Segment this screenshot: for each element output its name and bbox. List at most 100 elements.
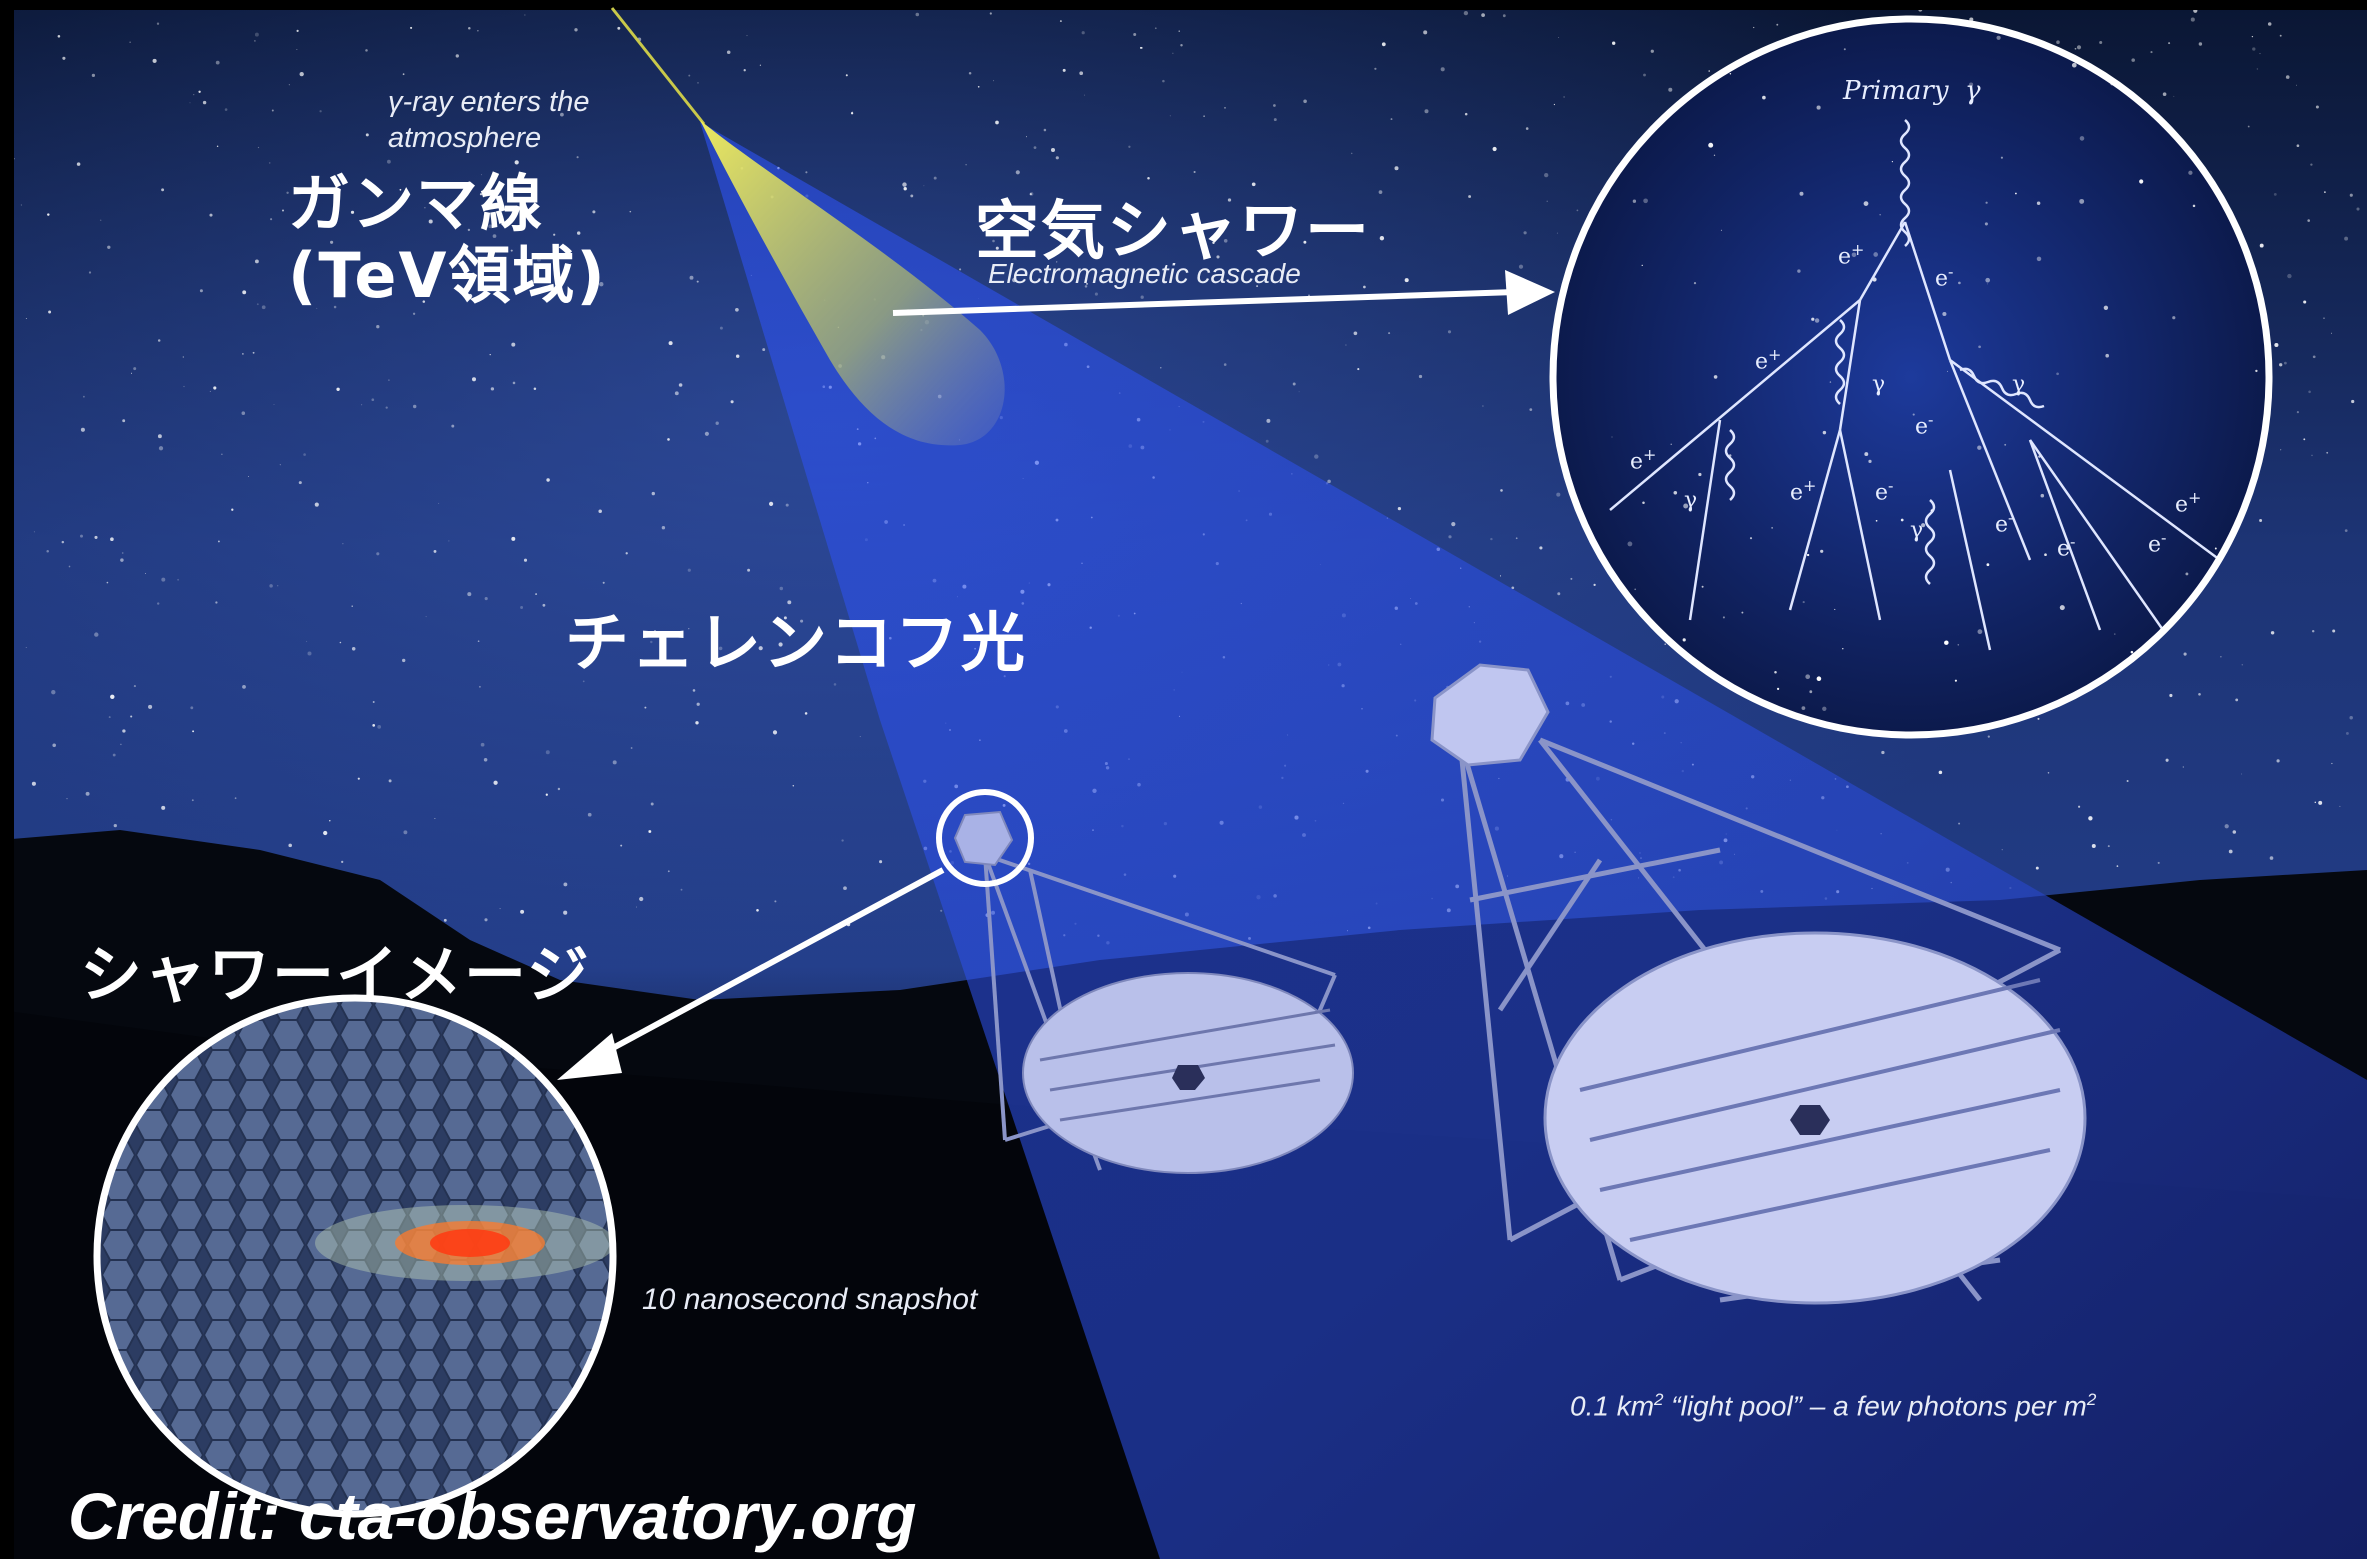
star [758,646,763,651]
star [1942,311,1947,317]
charge-sign: - [1888,476,1894,495]
star [582,680,585,683]
star [80,534,83,538]
star [1822,706,1827,711]
star [112,753,116,757]
star [122,729,126,733]
star [1720,229,1722,231]
star [1805,674,1811,680]
star [2079,136,2085,141]
star [333,305,337,309]
star [157,434,162,439]
star [1273,118,1277,122]
star [1632,199,1637,203]
star [1958,822,1961,825]
star [523,558,528,562]
star [1816,105,1821,110]
star [1084,94,1086,96]
star [1996,35,2001,40]
star [1292,382,1296,386]
star [1086,283,1088,285]
star [644,706,647,709]
star [1178,30,1180,32]
star [2285,75,2290,79]
star [1776,23,1779,26]
cascade-particle-label: e- [1935,262,1954,292]
star [336,387,340,391]
star [2015,192,2017,195]
star [467,228,471,232]
star [402,73,405,76]
star [715,421,719,425]
small-camera [953,810,1014,867]
star [1921,523,1926,528]
star [433,549,437,553]
star [563,882,568,887]
star [277,585,279,587]
star [772,730,778,735]
star [1558,36,1560,39]
star [1593,583,1596,587]
primary-text: Primary [1843,76,1949,106]
star [1094,292,1098,296]
cascade-tree [1559,30,2258,711]
star [412,312,416,315]
star [1546,200,1548,202]
cascade-particle-label: e- [2057,532,2076,562]
credit-label: Credit: cta-observatory.org [68,1479,917,1553]
charge-sign: + [1803,476,1817,495]
star [425,616,427,618]
star [2183,652,2187,656]
star [2035,866,2039,870]
star [649,830,651,833]
star [120,743,122,746]
star [271,109,274,112]
star [542,603,546,607]
star [1799,191,1804,196]
star [2190,17,2195,22]
charge-sign: - [1928,410,1934,429]
star [254,32,259,37]
star [241,411,246,415]
star [209,213,213,217]
star [1169,115,1171,117]
star [133,367,137,371]
star [511,536,516,541]
star [61,540,65,544]
star [1820,549,1824,553]
star [1863,201,1869,206]
cascade-particle-label: e- [1875,476,1894,506]
star [198,90,201,93]
star [1172,52,1174,54]
star [217,540,220,543]
star [1802,601,1805,604]
charge-sign: + [1643,445,1657,464]
star [2311,454,2313,457]
star [2303,438,2306,441]
star [157,602,160,605]
star [2188,170,2193,175]
star [2099,40,2103,45]
star [1801,706,1806,710]
star [625,552,628,555]
star [1357,368,1360,371]
star [992,239,995,243]
star [1502,14,1506,18]
star [1556,492,1561,497]
star [923,185,925,187]
star [2168,42,2171,45]
star [1891,161,1893,163]
star [602,581,605,584]
star [480,174,482,176]
star [215,60,220,65]
star [1978,345,1981,349]
star [1447,330,1452,334]
star [252,351,255,354]
star [735,354,740,358]
star [1977,445,1982,450]
star [696,702,700,706]
star [314,502,319,507]
star [850,112,854,115]
star [85,791,90,796]
star [66,798,68,800]
